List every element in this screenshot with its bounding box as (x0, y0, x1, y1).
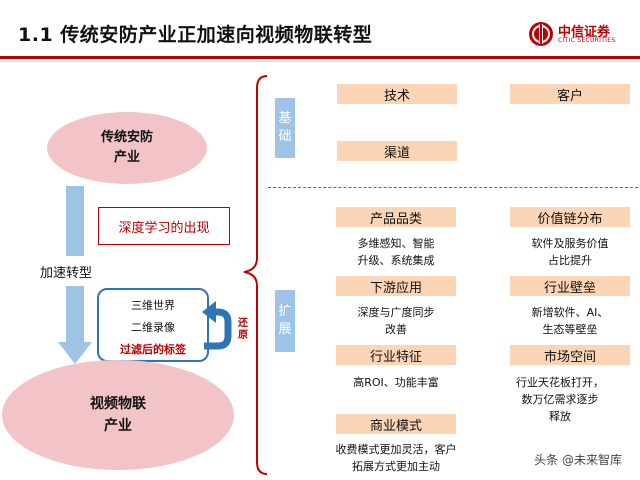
cycle-line-3d-world: 三维世界 (131, 299, 175, 312)
foundation-tag-char-1: 基 (278, 111, 292, 126)
expansion-tag: 扩 展 (275, 290, 295, 352)
down-arrow-icon (58, 342, 92, 364)
category-industry-features: 行业特征 (336, 345, 456, 365)
foundation-tag-char-2: 础 (278, 129, 292, 144)
desc-line: 生态等壁垒 (542, 323, 598, 336)
category-industry-barriers-desc: 新增软件、AI、 生态等壁垒 (490, 304, 640, 338)
deep-learning-box: 深度学习的出现 (98, 207, 230, 245)
category-value-chain-desc: 软件及服务价值 占比提升 (490, 235, 640, 269)
desc-line: 多维感知、智能 (357, 237, 435, 250)
desc-line: 行业天花板打开， (516, 376, 604, 389)
video-iot-ellipse: 视频物联 产业 (2, 360, 234, 470)
expansion-tag-char-1: 扩 (278, 304, 292, 319)
category-business-model: 商业模式 (336, 414, 456, 434)
accelerate-label: 加速转型 (40, 266, 93, 281)
restore-char-1: 还 (238, 318, 248, 329)
category-business-model-desc: 收费模式更加灵活，客户 拓展方式更加主动 (296, 441, 496, 475)
desc-line: 改善 (385, 323, 407, 336)
expansion-tag-char-2: 展 (278, 322, 292, 337)
restore-char-2: 原 (238, 330, 248, 341)
category-industry-barriers: 行业壁垒 (510, 276, 630, 296)
desc-line: 软件及服务价值 (531, 237, 609, 250)
upper-arrow-shaft (66, 186, 84, 256)
desc-line: 数万亿需求逐步 (521, 393, 599, 406)
section-divider-dashed (268, 187, 638, 188)
foundation-customers: 客户 (510, 84, 630, 104)
category-market-space: 市场空间 (510, 345, 630, 365)
citic-logo-icon (529, 22, 553, 46)
category-downstream: 下游应用 (336, 276, 456, 296)
logo-name: 中信证券 (558, 25, 611, 40)
lower-arrow-shaft (66, 286, 84, 344)
category-market-space-desc: 行业天花板打开， 数万亿需求逐步 释放 (490, 374, 630, 425)
title-divider-shadow (0, 61, 640, 62)
grouping-brace (243, 75, 268, 475)
citic-logo: 中信证券 CITIC SECURITIES (528, 20, 628, 50)
category-product-desc: 多维感知、智能 升级、系统集成 (316, 235, 476, 269)
foundation-channels: 渠道 (337, 141, 457, 161)
foundation-technology: 技术 (337, 84, 457, 104)
foundation-tag: 基 础 (275, 98, 295, 158)
desc-line: 深度与广度同步 (357, 306, 435, 319)
restore-label: 还 原 (237, 318, 249, 342)
cycle-line-filtered-tags: 过滤后的标签 (120, 343, 186, 356)
filter-cycle-box: 三维世界 二维录像 过滤后的标签 (97, 288, 209, 362)
category-downstream-desc: 深度与广度同步 改善 (316, 304, 476, 338)
page-title: 1.1 传统安防产业正加速向视频物联转型 (18, 24, 373, 46)
restore-loop-arrow-icon (202, 301, 232, 350)
bottom-ellipse-line-2: 产业 (104, 418, 132, 434)
watermark: 头条 @未来智库 (534, 453, 622, 467)
title-divider (0, 56, 640, 59)
cycle-line-2d-recording: 二维录像 (131, 321, 175, 334)
category-value-chain: 价值链分布 (510, 207, 630, 227)
desc-line: 高ROI、功能丰富 (353, 376, 439, 389)
logo-subtitle: CITIC SECURITIES (558, 37, 616, 44)
desc-line: 占比提升 (548, 254, 592, 267)
bottom-ellipse-line-1: 视频物联 (90, 396, 146, 412)
category-industry-features-desc: 高ROI、功能丰富 (316, 374, 476, 391)
top-ellipse-line-1: 传统安防 (100, 130, 153, 145)
top-ellipse-line-2: 产业 (113, 150, 140, 165)
desc-line: 拓展方式更加主动 (352, 460, 440, 473)
desc-line: 新增软件、AI、 (531, 306, 609, 319)
desc-line: 升级、系统集成 (357, 254, 435, 267)
traditional-security-ellipse: 传统安防 产业 (47, 112, 207, 184)
desc-line: 收费模式更加灵活，客户 (335, 443, 457, 456)
desc-line: 释放 (549, 410, 571, 423)
category-product: 产品品类 (336, 207, 456, 227)
